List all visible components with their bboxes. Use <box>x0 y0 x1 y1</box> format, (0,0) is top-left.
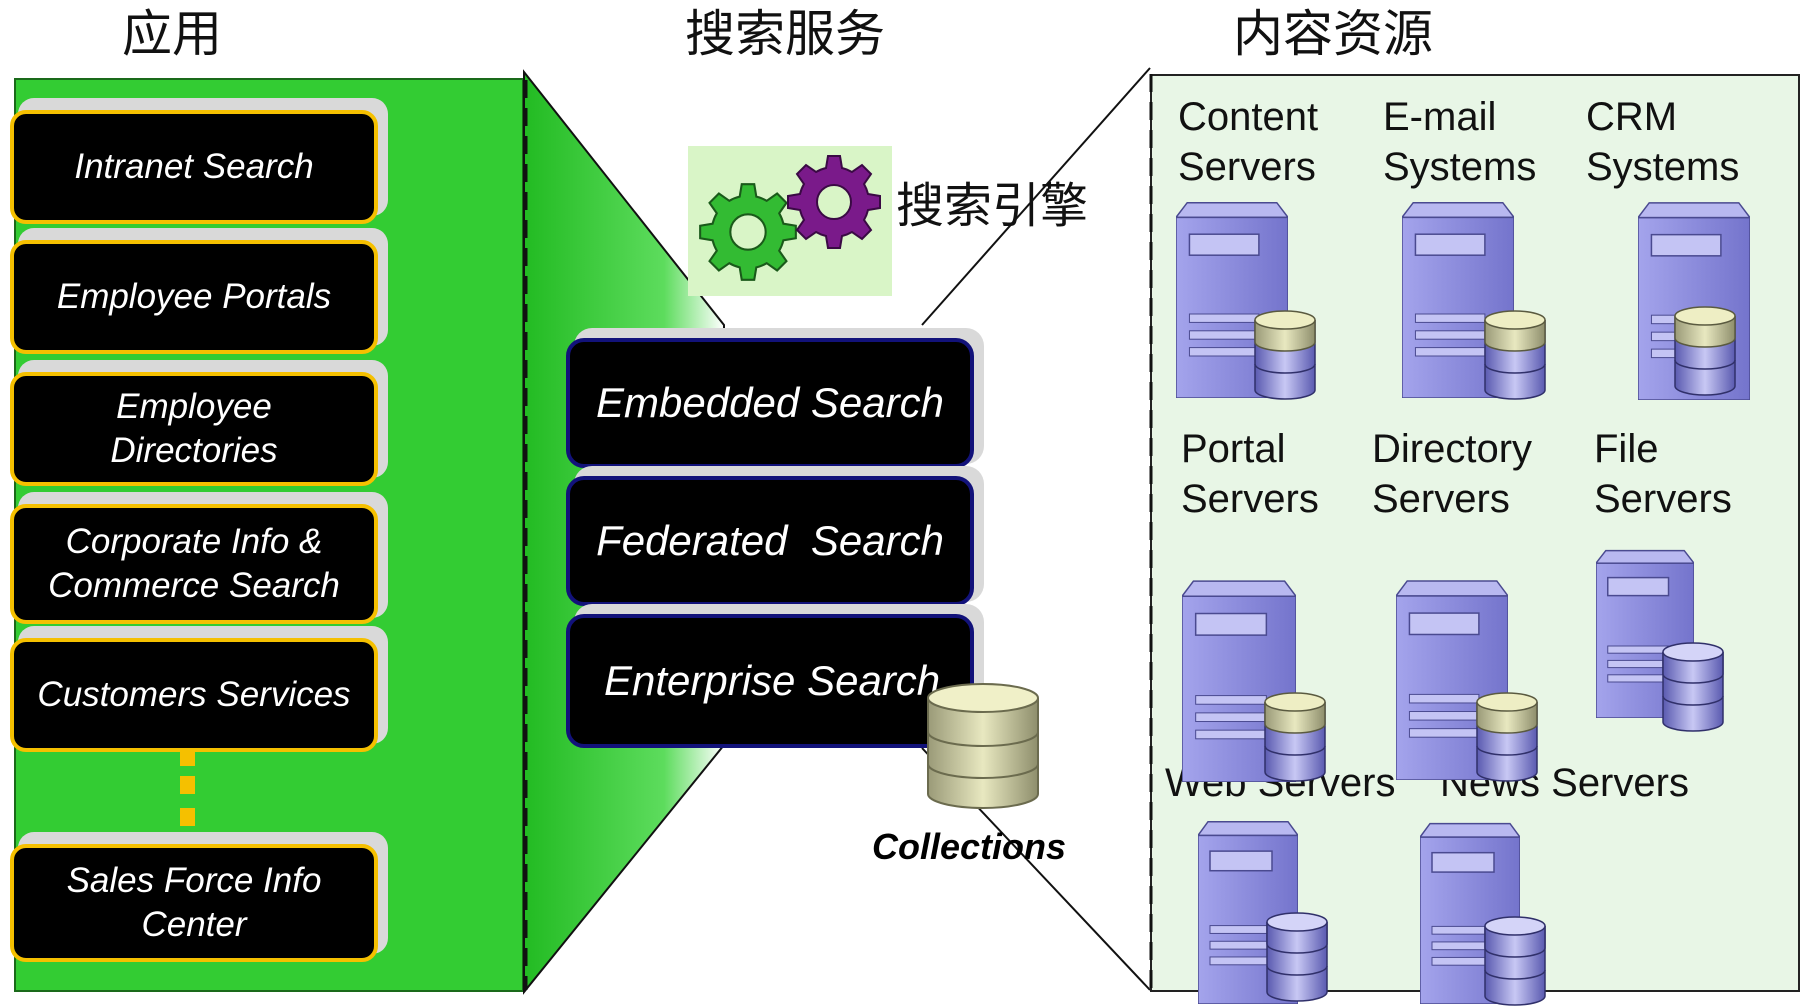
collections-label: Collections <box>872 826 1067 867</box>
service-enterprise-search[interactable]: Enterprise Search <box>566 614 974 748</box>
label-email-systems: E-mail Systems <box>1383 95 1537 189</box>
database-icon <box>1662 642 1724 732</box>
label-portal-servers: Portal Servers <box>1181 427 1319 521</box>
app-employee-directories[interactable]: Employee Directories <box>10 372 378 486</box>
service-embedded-search[interactable]: Embedded Search <box>566 338 974 468</box>
gear-icon <box>787 155 881 249</box>
more-applications-ellipsis <box>180 752 195 826</box>
collections-database-icon <box>927 683 1039 809</box>
app-employee-portals[interactable]: Employee Portals <box>10 240 378 354</box>
service-federated-search[interactable]: Federated Search <box>566 476 974 606</box>
database-icon <box>1254 310 1316 400</box>
app-intranet-search[interactable]: Intranet Search <box>10 110 378 224</box>
search-engine-label: 搜索引擎 <box>896 178 1089 234</box>
content-panel-divider <box>1149 74 1153 992</box>
app-sales-force-info-center[interactable]: Sales Force Info Center <box>10 844 378 962</box>
database-icon <box>1264 692 1326 782</box>
header-search-services: 搜索服务 <box>685 5 885 63</box>
gear-icon <box>699 183 797 281</box>
label-crm-systems: CRM Systems <box>1586 95 1740 189</box>
header-content-sources: 内容资源 <box>1233 5 1433 63</box>
database-icon <box>1484 310 1546 400</box>
label-directory-servers: Directory Servers <box>1372 427 1533 521</box>
database-icon <box>1674 306 1736 396</box>
label-content-servers: Content Servers <box>1178 95 1319 189</box>
database-icon <box>1266 912 1328 1002</box>
app-corporate-info-commerce-search[interactable]: Corporate Info & Commerce Search <box>10 504 378 624</box>
database-icon <box>1476 692 1538 782</box>
label-file-servers: File Servers <box>1594 427 1732 521</box>
database-icon <box>1484 916 1546 1006</box>
header-applications: 应用 <box>122 5 222 63</box>
app-customers-services[interactable]: Customers Services <box>10 638 378 752</box>
